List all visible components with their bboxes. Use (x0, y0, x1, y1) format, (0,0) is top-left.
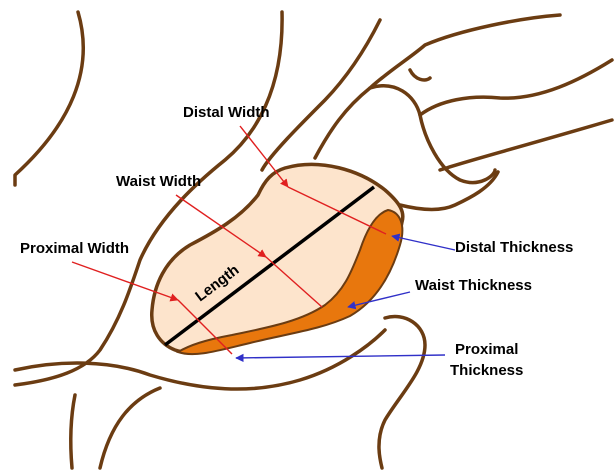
proximal-thickness-label-line1: Proximal (450, 339, 523, 360)
radius-outline (71, 395, 75, 468)
waist-width-label: Waist Width (116, 173, 201, 191)
distal-width-label: Distal Width (183, 104, 270, 122)
radius-outline (379, 317, 425, 468)
distal-bone-outline (370, 86, 495, 183)
proximal-thickness-arrow (236, 355, 445, 358)
distal-bone-outline (440, 120, 612, 170)
distal-thickness-label: Distal Thickness (455, 239, 573, 257)
upper-bone-outline (15, 12, 83, 185)
distal-bone-outline (315, 15, 560, 158)
distal-bone-outline (400, 172, 498, 210)
distal-width-arrow (240, 126, 288, 187)
proximal-thickness-label: Proximal Thickness (450, 339, 523, 381)
waist-thickness-label: Waist Thickness (415, 277, 532, 295)
proximal-width-label: Proximal Width (20, 240, 129, 258)
radius-outline (100, 388, 160, 468)
distal-bone-outline (410, 70, 430, 80)
distal-bone-outline (420, 60, 612, 115)
proximal-thickness-label-line2: Thickness (450, 360, 523, 381)
